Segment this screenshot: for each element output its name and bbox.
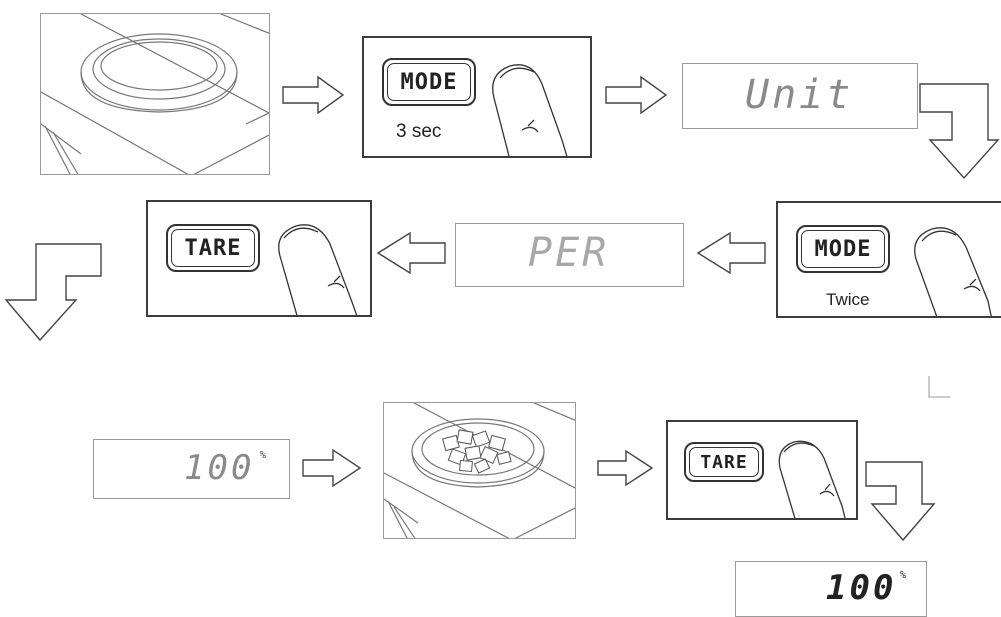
tare-key[interactable]: TARE: [166, 224, 260, 272]
mode-key[interactable]: MODE: [382, 58, 476, 106]
arrow-right-icon: [597, 449, 654, 487]
loaded-scale-panel: [383, 402, 576, 539]
lcd-final-unit-mark: %: [900, 570, 907, 581]
press-tare-panel: TARE: [146, 200, 372, 317]
arrow-right-icon: [605, 75, 668, 115]
mode-key-second[interactable]: MODE: [796, 225, 890, 273]
press-tare-second-panel: TARE: [666, 420, 858, 520]
scale-icon: [384, 403, 575, 538]
lcd-100-text: 100: [184, 448, 255, 488]
lcd-per-display: PER: [455, 223, 684, 287]
arrow-right-icon: [282, 75, 345, 115]
press-count-caption: Twice: [826, 290, 870, 309]
scale-icon: [41, 14, 269, 174]
lcd-unit-display: Unit: [682, 63, 918, 129]
lcd-final-100-display: 100 %: [735, 561, 927, 617]
finger-icon: [492, 64, 568, 156]
empty-scale-panel: [40, 13, 270, 175]
turn-down-arrow-icon: [865, 461, 936, 542]
hold-duration-caption: 3 sec: [396, 121, 442, 142]
lcd-100-display: 100 %: [93, 439, 290, 499]
press-mode-twice-panel: MODE Twice: [776, 201, 1001, 318]
arrow-left-icon: [696, 231, 766, 275]
finger-icon: [914, 227, 992, 316]
turn-down-arrow-icon: [4, 243, 102, 342]
finger-icon: [278, 224, 358, 315]
lcd-per-text: PER: [528, 230, 610, 276]
lcd-unit-text: Unit: [745, 72, 854, 118]
turn-down-arrow-icon: [919, 83, 1000, 180]
arrow-left-icon: [376, 231, 446, 275]
arrow-right-icon: [302, 448, 362, 488]
press-mode-3sec-panel: MODE 3 sec: [362, 36, 592, 158]
lcd-100-unit-mark: %: [260, 450, 267, 461]
finger-icon: [778, 440, 846, 518]
lcd-final-100-text: 100: [826, 568, 897, 608]
tare-key-second[interactable]: TARE: [684, 442, 764, 482]
